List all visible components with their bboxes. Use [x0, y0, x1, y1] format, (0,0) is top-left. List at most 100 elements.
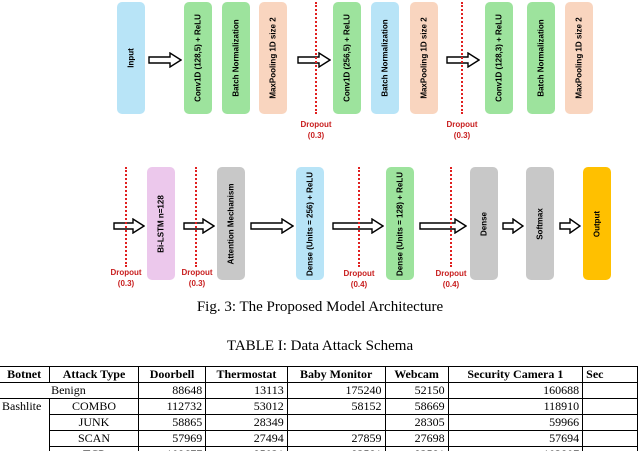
block-maxpool-1: MaxPooling 1D size 2: [259, 2, 287, 114]
table-cell: [582, 430, 638, 447]
block-conv1d-3-label: Conv1D (128,3) + ReLU: [494, 14, 504, 102]
dropout-label: Dropout(0.4): [435, 269, 467, 289]
attack-type-cell: SCAN: [49, 430, 139, 447]
table-cell: 57694: [447, 430, 584, 447]
dropout-line: [461, 2, 463, 114]
block-bilstm: Bi-LSTM n=128: [147, 167, 175, 280]
table-cell: 52150: [384, 382, 449, 399]
block-attention: Attention Mechanism: [217, 167, 245, 280]
table-cell: 57969: [137, 430, 207, 447]
table-row: Benign 88648 13113 175240 52150 160688: [0, 382, 638, 399]
table-cell: [582, 446, 638, 451]
block-dense: Dense: [470, 167, 498, 280]
table-cell: 95021: [205, 446, 288, 451]
table-cell: 53012: [205, 398, 288, 415]
table-cell: 175240: [286, 382, 386, 399]
arrow-right-icon: [559, 218, 581, 234]
table-cell: 92581: [286, 446, 386, 451]
column-header: Attack Type: [49, 366, 139, 383]
block-dense-label: Dense: [479, 211, 489, 236]
figure-caption: Fig. 3: The Proposed Model Architecture: [196, 299, 444, 315]
dropout-label: Dropout(0.3): [446, 120, 478, 140]
block-attention-label: Attention Mechanism: [226, 183, 236, 264]
block-conv1d-1: Conv1D (128,5) + ReLU: [184, 2, 212, 114]
data-attack-table: Botnet Attack Type Doorbell Thermostat B…: [0, 366, 640, 451]
block-bilstm-label: Bi-LSTM n=128: [156, 194, 166, 253]
botnet-cell: Bashlite: [0, 398, 51, 451]
table-cell: [582, 382, 638, 399]
block-batchnorm-2: Batch Normalization: [371, 2, 399, 114]
block-maxpool-1-label: MaxPooling 1D size 2: [268, 17, 278, 99]
table-cell: [582, 398, 638, 415]
column-header: Baby Monitor: [286, 366, 386, 383]
table-cell: 88648: [137, 382, 207, 399]
table-cell: 102807: [447, 446, 584, 451]
attack-type-cell: TCP: [49, 446, 139, 451]
table-cell: 28349: [205, 414, 288, 431]
block-conv1d-2: Conv1D (256,5) + ReLU: [333, 2, 361, 114]
table-cell: 109677: [137, 446, 207, 451]
block-output: Output: [583, 167, 611, 280]
table-cell: [286, 414, 386, 431]
column-header: Botnet: [0, 366, 51, 383]
table-cell: 27859: [286, 430, 386, 447]
arrow-right-icon: [446, 52, 480, 68]
table-header-row: Botnet Attack Type Doorbell Thermostat B…: [0, 366, 638, 383]
attack-type-cell: COMBO: [49, 398, 139, 415]
table-cell: 92581: [384, 446, 449, 451]
table-cell: [582, 414, 638, 431]
block-softmax-label: Softmax: [535, 207, 545, 240]
block-input-label: Input: [126, 48, 136, 68]
block-softmax: Softmax: [526, 167, 554, 280]
column-header: Webcam: [384, 366, 449, 383]
benign-label: Benign: [0, 382, 139, 399]
attack-type-cell: JUNK: [49, 414, 139, 431]
dropout-label: Dropout(0.3): [300, 120, 332, 140]
table-cell: 58865: [137, 414, 207, 431]
block-maxpool-3-label: MaxPooling 1D size 2: [574, 17, 584, 99]
arrow-right-icon: [250, 218, 294, 234]
dropout-label: Dropout(0.3): [110, 268, 142, 288]
block-maxpool-2-label: MaxPooling 1D size 2: [419, 17, 429, 99]
arrow-right-icon: [297, 52, 331, 68]
dropout-line: [125, 167, 127, 267]
table-row: SCAN 57969 27494 27859 27698 57694: [0, 430, 638, 447]
block-dense-256-label: Dense (Units = 256) + ReLU: [305, 171, 315, 276]
block-batchnorm-1: Batch Normalization: [222, 2, 250, 114]
block-output-label: Output: [592, 210, 602, 237]
arrow-right-icon: [419, 218, 467, 234]
arrow-right-icon: [183, 218, 215, 234]
block-batchnorm-3: Batch Normalization: [527, 2, 555, 114]
column-header: Security Camera 1: [447, 366, 584, 383]
table-cell: 58152: [286, 398, 386, 415]
model-architecture-diagram: Input Conv1D (128,5) + ReLU Batch Normal…: [110, 2, 611, 289]
block-input: Input: [117, 2, 145, 114]
arrow-right-icon: [113, 218, 145, 234]
table-row: Bashlite COMBO 112732 53012 58152 58669 …: [0, 398, 638, 451]
arrow-right-icon: [502, 218, 524, 234]
column-header: Doorbell: [137, 366, 207, 383]
table-row: TCP 109677 95021 92581 92581 102807: [0, 446, 638, 451]
dropout-label: Dropout(0.4): [343, 269, 375, 289]
dropout-label: Dropout(0.3): [181, 268, 213, 288]
block-batchnorm-1-label: Batch Normalization: [231, 19, 241, 97]
block-conv1d-2-label: Conv1D (256,5) + ReLU: [342, 14, 352, 102]
table-cell: 27494: [205, 430, 288, 447]
table-cell: 27698: [384, 430, 449, 447]
block-maxpool-2: MaxPooling 1D size 2: [410, 2, 438, 114]
table-cell: 112732: [137, 398, 207, 415]
table-cell: 160688: [447, 382, 584, 399]
table-cell: 59966: [447, 414, 584, 431]
block-conv1d-3: Conv1D (128,3) + ReLU: [485, 2, 513, 114]
block-batchnorm-2-label: Batch Normalization: [380, 19, 390, 97]
dropout-line: [195, 167, 197, 267]
block-dense-256: Dense (Units = 256) + ReLU: [296, 167, 324, 280]
arrow-right-icon: [148, 52, 182, 68]
dropout-line: [315, 2, 317, 114]
table-cell: 13113: [205, 382, 288, 399]
table-caption: TABLE I: Data Attack Schema: [226, 338, 414, 354]
block-dense-128-label: Dense (Units = 128) + ReLU: [395, 171, 405, 276]
table-row: JUNK 58865 28349 28305 59966: [0, 414, 638, 431]
dropout-line: [450, 167, 452, 267]
table-cell: 28305: [384, 414, 449, 431]
